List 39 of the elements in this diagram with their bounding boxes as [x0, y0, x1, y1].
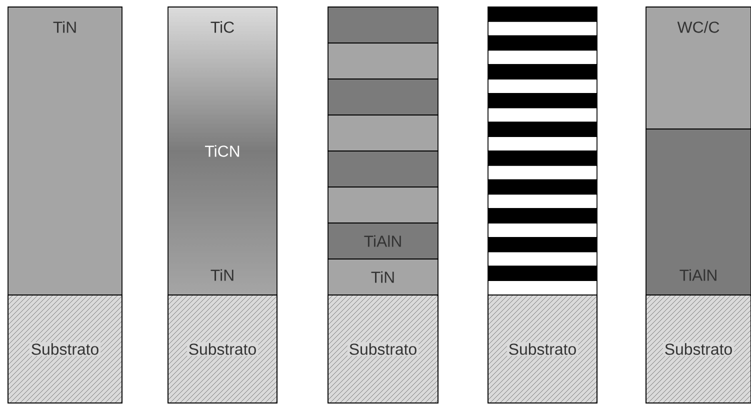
- layer-band: [328, 6, 438, 44]
- layer-band: [488, 20, 598, 36]
- layer-band: [488, 266, 598, 282]
- layer-band: [488, 251, 598, 267]
- layer-label: TiN: [210, 269, 234, 281]
- layer-label: TiCN: [205, 145, 240, 157]
- layer-band: [488, 122, 598, 138]
- layer-band: [328, 186, 438, 224]
- layer-label: Substrato: [186, 342, 258, 356]
- layer-band: [328, 78, 438, 116]
- layer-band: [488, 164, 598, 180]
- layer-label: Substrato: [662, 342, 734, 356]
- layer-label: TiN: [371, 271, 394, 283]
- layer-band: [328, 114, 438, 152]
- layer-band: [488, 50, 598, 66]
- layer-band: [488, 6, 598, 22]
- layer-label: WC/C: [677, 21, 720, 33]
- layer-band: [488, 236, 598, 252]
- layer-label: Substrato: [29, 342, 101, 356]
- layer-label: TiN: [53, 21, 76, 33]
- layer-band: [488, 136, 598, 152]
- layer-band: [328, 42, 438, 80]
- layer-band: [488, 64, 598, 80]
- layer-band: [488, 92, 598, 108]
- layer-label: TiAlN: [364, 235, 401, 247]
- layer-band: [488, 280, 598, 296]
- layer-band: [488, 35, 598, 51]
- layer-band: [488, 78, 598, 94]
- layer-band: [328, 150, 438, 188]
- layer-band: [488, 150, 598, 166]
- layer-band: [488, 107, 598, 123]
- layer-band: [488, 222, 598, 238]
- layer-label: TiAlN: [680, 269, 716, 281]
- layer-band: [488, 179, 598, 195]
- layer-label: Substrato: [347, 342, 419, 356]
- layer-band: [488, 194, 598, 210]
- layer-label: Substrato: [506, 342, 578, 356]
- layer-label: TiC: [210, 21, 234, 33]
- layer-band: [488, 208, 598, 224]
